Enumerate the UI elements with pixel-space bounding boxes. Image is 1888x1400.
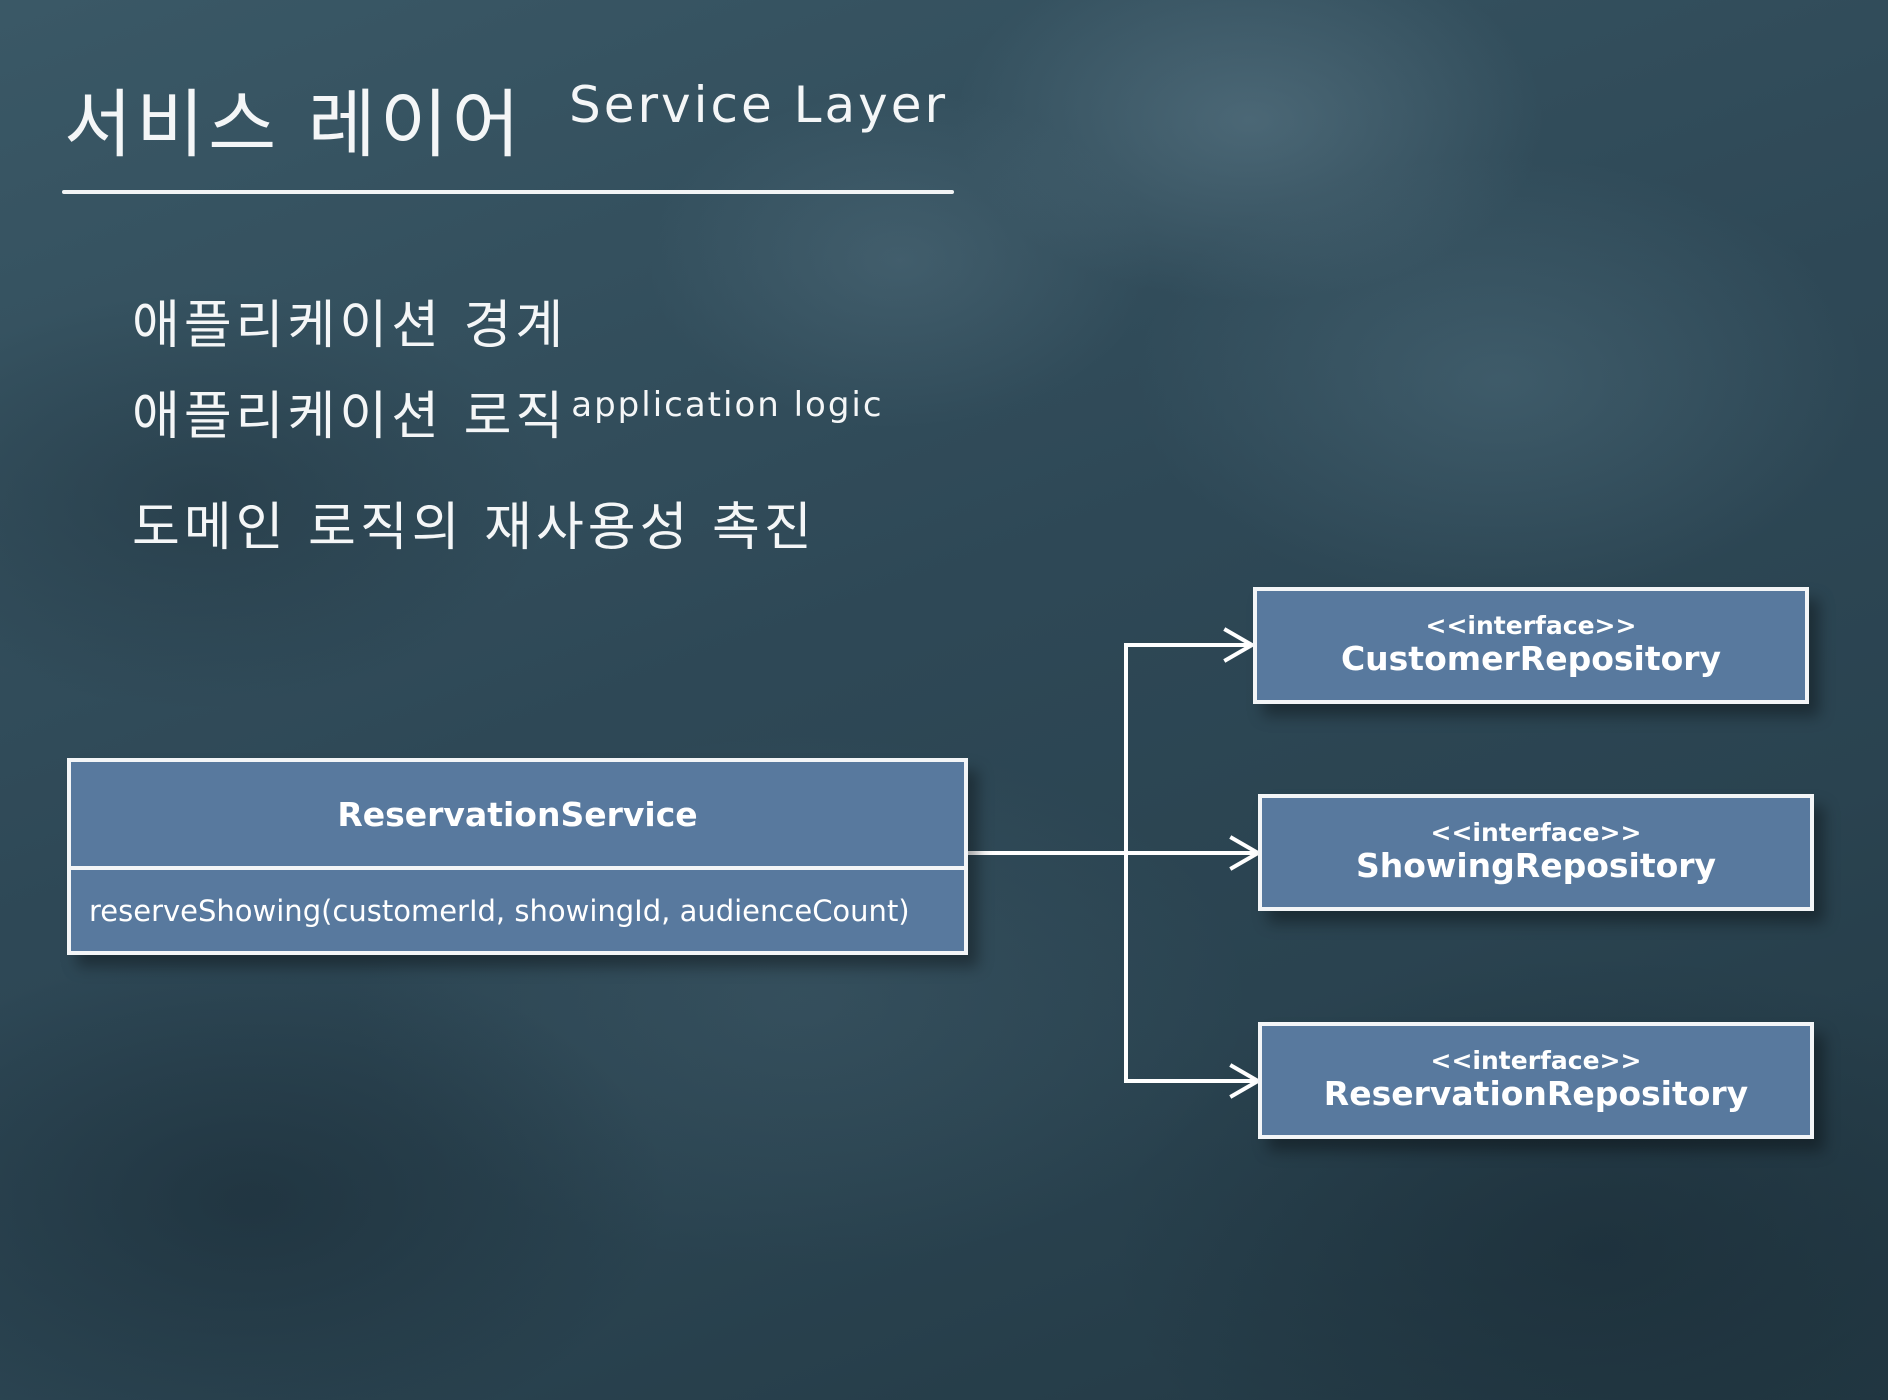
class-name: ReservationService xyxy=(71,762,964,870)
slide-title: 서비스 레이어 Service Layer xyxy=(64,70,954,190)
showing-repository-interface: <<interface>> ShowingRepository xyxy=(1258,794,1814,911)
interface-name: ReservationRepository xyxy=(1323,1074,1749,1114)
bullet-subtext: application logic xyxy=(571,385,884,425)
title-underline xyxy=(62,190,954,194)
interface-stereotype: <<interface>> xyxy=(1430,1045,1642,1075)
bullet-text: 도메인 로직의 재사용성 촉진 xyxy=(132,498,816,558)
class-method: reserveShowing(customerId, showingId, au… xyxy=(89,893,910,928)
title-english: Service Layer xyxy=(569,76,949,134)
bullet-application-boundary: 애플리케이션 경계 xyxy=(132,300,567,352)
interface-name: CustomerRepository xyxy=(1340,639,1722,679)
bullet-text: 애플리케이션 경계 xyxy=(132,296,568,356)
bullet-domain-logic-reuse: 도메인 로직의 재사용성 촉진 xyxy=(132,502,816,554)
bullet-text: 애플리케이션 로직 xyxy=(132,387,568,447)
customer-repository-interface: <<interface>> CustomerRepository xyxy=(1253,587,1809,704)
reservation-service-class: ReservationService reserveShowing(custom… xyxy=(67,758,968,955)
reservation-repository-interface: <<interface>> ReservationRepository xyxy=(1258,1022,1814,1139)
interface-stereotype: <<interface>> xyxy=(1425,610,1637,640)
title-korean: 서비스 레이어 xyxy=(64,82,525,168)
arrowhead-customer xyxy=(1223,627,1257,663)
interface-name: ShowingRepository xyxy=(1355,846,1717,886)
interface-stereotype: <<interface>> xyxy=(1430,817,1642,847)
